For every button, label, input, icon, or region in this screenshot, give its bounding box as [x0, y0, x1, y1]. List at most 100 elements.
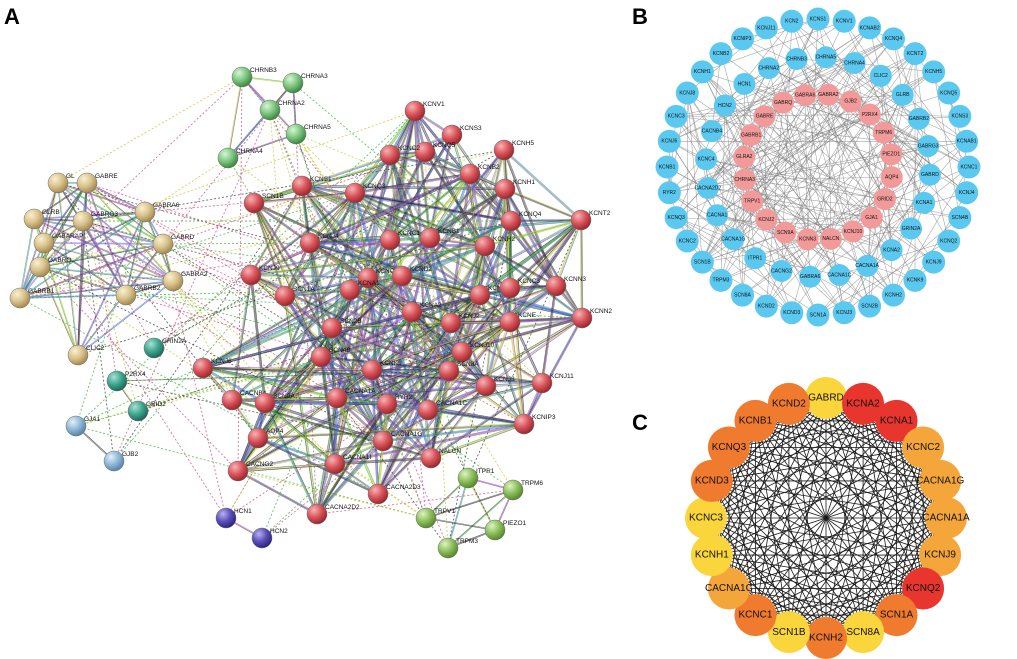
label-a-kcnc3: KCNC3: [518, 278, 540, 285]
label-b-outer-kcnj3-17: KCNJ3: [836, 310, 852, 316]
label-b-outer-kcnb1-27: KCNB1: [659, 164, 676, 170]
edge-a-kcnt2-kcna2-2: [411, 218, 581, 312]
edge-a-hcn1-scn4b: [225, 356, 322, 519]
label-a-kcnq3: KCNQ3: [363, 183, 386, 190]
edge-a-kcne-scn9a-1: [264, 321, 511, 404]
edge-a-kcnt2-kcnj4-1: [309, 219, 582, 244]
label-b-inner-gabrb1-76: GABRB1: [741, 132, 762, 138]
edge-c-kcnc2-scn1a: [896, 447, 924, 616]
label-a-chrna2: CHRNA2: [278, 100, 305, 107]
edge-a-kcnip3-nalcn-2: [430, 422, 524, 458]
edge-c-scn1b-kcnq3: [728, 447, 790, 633]
label-b-inner-gabra2-60: GABRA2: [818, 92, 839, 98]
edge-a-kcnt2-kcnn2-2: [579, 220, 582, 319]
edge-a-kcnc2-kcnb2-2: [389, 155, 470, 176]
label-b-middle-chrna5-36: CHRNA5: [816, 55, 837, 61]
node-a-scn2b: [321, 317, 343, 339]
edge-c-kcnj9-kcnd2: [788, 403, 941, 556]
node-b-middle-cacna1c-47: [828, 263, 851, 286]
label-a-glrb: GLRB: [42, 209, 60, 216]
edge-c-cacna1g-scn8a: [862, 480, 941, 633]
edge-a-kcna1-kcnj6-2: [202, 288, 350, 368]
label-a-gja1: GJA1: [84, 416, 101, 423]
node-b-inner-kcnn3-70: [796, 228, 819, 251]
edge-a-aqp4-cacna1i-0: [258, 436, 336, 464]
edge-a-gabarap-gabrb2-0: [44, 242, 127, 295]
edge-a-kcnj9-kcnq2-2: [250, 275, 368, 280]
edge-a-kcnb2-kcnb1-1: [429, 173, 471, 239]
label-b-inner-kcnj10-68: KCNJ10: [844, 229, 863, 235]
edge-a-kcnq4-kcnt2-0: [510, 218, 581, 221]
edge-b-cacna1c-itpr1: [755, 257, 840, 276]
edge-b-cacna2d2-gja1: [707, 187, 872, 219]
edge-b-kcnn3-gabra6: [804, 95, 808, 240]
edge-a-kcnk9-scn8a-0: [372, 368, 450, 371]
edge-a-cacng2-cacna2d2-2: [237, 471, 317, 516]
edge-a-kcna2-scn8a-0: [412, 311, 451, 371]
edge-b-gjb2-nalcn: [830, 101, 851, 239]
edge-b-kcnn3-gabrq: [782, 102, 808, 240]
label-a-scn4b: SCN4B: [329, 347, 351, 354]
label-a-cacna1a: CACNA1A: [345, 388, 376, 395]
edge-a-clic2-kcnq4: [77, 220, 512, 356]
edge-a-scn9a-cacna1g-1: [264, 402, 384, 442]
edge-a-kcnq3-kcnb2-1: [354, 173, 471, 194]
edge-a-kcnc3-kcnj6-0: [203, 288, 511, 370]
node-a-gabrb1: [9, 287, 31, 309]
node-a-kcnn2: [571, 307, 593, 329]
edge-c-scn8a-kcnd2: [788, 403, 864, 633]
node-b-outer-kcnk9-14: [903, 268, 927, 292]
label-b-outer-kcnq4-3: KCNQ4: [885, 36, 902, 42]
node-a-kcns1: [291, 175, 313, 197]
edge-c-kcna2-kcnh2: [825, 403, 864, 639]
label-a-kcnj4: KCNJ4: [318, 233, 339, 240]
label-a-kcnh5: KCNH5: [512, 140, 534, 147]
label-b-outer-kcnab2-2: KCNAB2: [860, 25, 880, 31]
edge-b-chrna5-gabrb2: [825, 57, 920, 120]
label-b-inner-p2rx4-62: P2RX4: [862, 112, 878, 118]
edge-a-itpr1-trpm3-1: [447, 477, 468, 548]
node-a-kcna2: [401, 301, 423, 323]
edge-a-glrb-gabra2-1: [33, 219, 173, 282]
edge-a-chrna5-kcnq4: [295, 133, 512, 222]
label-a-trpm3: TRPM3: [456, 538, 478, 545]
label-b-middle-gabrg3-41: GABRG3: [918, 143, 939, 149]
edge-a-gabra6-gabrq-1: [39, 211, 145, 267]
edge-a-scn4b-scn9a-2: [264, 356, 321, 403]
label-a-gabra6: GABRA6: [153, 202, 180, 209]
edge-a-scn1a-cacna2d2-2: [283, 296, 317, 515]
label-a-kcns3: KCNS3: [460, 125, 482, 132]
node-c-kcnh1: [690, 534, 733, 577]
edge-a-hcn1-scn8a: [225, 370, 450, 519]
edge-a-glrb-gabrb1-0: [20, 219, 35, 299]
node-c-cacna1g: [919, 459, 962, 502]
edge-a-gabra6-gabrq-0: [40, 212, 146, 268]
label-b-outer-kcnd3-19: KCND3: [783, 310, 800, 316]
edge-a-kcnq3-kcnq2-2: [353, 193, 368, 279]
edge-a-trpm6-trpm3-0: [448, 490, 514, 549]
edge-a-aqp4-cacna2d3-2: [257, 438, 378, 496]
edge-a-kcnh1-kcnn2-1: [504, 188, 583, 319]
edge-a-kcnv1-kcnb1-0: [415, 110, 432, 238]
edge-a-ryr2-cacna2d2-1: [316, 403, 388, 515]
edge-a-kcnh2-kcne-0: [485, 245, 512, 322]
label-a-kcna1: KCNA1: [358, 280, 380, 287]
edge-a-gabrg3-clic2-1: [77, 220, 83, 355]
edge-a-cacna1c-gabrd: [162, 243, 429, 411]
node-b-inner-kcnj10-68: [841, 220, 864, 243]
edge-a-scn9a-cacna2d2-2: [263, 403, 317, 515]
node-b-outer-kcnb2-32: [709, 42, 733, 66]
label-a-cacna2d2: CACNA2D2: [325, 504, 360, 511]
label-a-kcnd2: KCND2: [410, 266, 432, 273]
edge-b-kcnc1-chrna5: [825, 57, 970, 168]
node-a-kcnt2: [570, 209, 592, 231]
node-b-inner-p2rx4-62: [858, 103, 881, 126]
edge-c-kcna2-kcnj9: [862, 403, 941, 556]
edge-a-kcnn3-kcnj11-0: [542, 286, 558, 384]
edge-b-ryr2-itpr1: [669, 192, 756, 259]
label-a-kcnq2: KCNQ2: [376, 268, 399, 275]
label-a-chrnb3: CHRNB3: [250, 67, 277, 74]
label-c-kcnh2: KCNH2: [809, 633, 843, 644]
